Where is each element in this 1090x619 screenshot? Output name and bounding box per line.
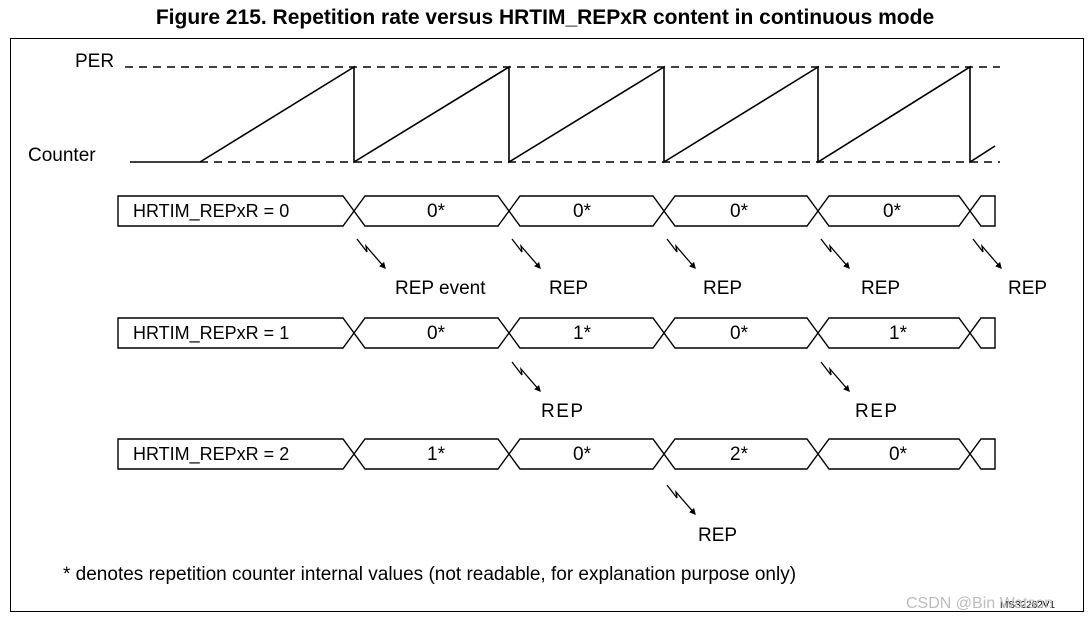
rep-label: REP	[861, 278, 900, 299]
rep-label: REP event	[395, 278, 486, 299]
segment-value: 1*	[889, 323, 908, 344]
rep-label: REP	[855, 401, 899, 422]
row-repxr-2: HRTIM_REPxR = 2 1* 0* 2* 0* REP	[117, 438, 996, 546]
figure-code: MS32262V1	[1000, 600, 1055, 611]
row-label-box	[117, 195, 355, 227]
rep-label: REP	[703, 278, 742, 299]
segment-value: 0*	[427, 201, 446, 222]
rep-event-arrow	[972, 238, 1002, 269]
rep-label: REP	[1008, 278, 1047, 299]
rep-event-arrow	[666, 484, 696, 515]
figure-title: Figure 215. Repetition rate versus HRTIM…	[155, 6, 935, 29]
rep-label: REP	[541, 401, 585, 422]
figure-frame	[10, 38, 1084, 612]
segment-value: 0*	[573, 444, 592, 465]
segment-value: 0*	[730, 201, 749, 222]
rep-event-arrow	[511, 361, 541, 392]
row-label-box	[117, 317, 355, 349]
segment-partial	[969, 317, 996, 349]
row-label: HRTIM_REPxR = 2	[133, 444, 289, 465]
segment-value: 0*	[573, 201, 592, 222]
rep-event-arrow	[511, 238, 541, 269]
counter-label: Counter	[28, 145, 96, 166]
row-repxr-1: HRTIM_REPxR = 1 0* 1* 0* 1* REP REP	[117, 317, 996, 422]
per-label: PER	[75, 51, 114, 72]
rep-event-arrow	[820, 361, 850, 392]
footnote: * denotes repetition counter internal va…	[63, 564, 796, 585]
segment-value: 2*	[730, 444, 749, 465]
segment-partial	[969, 195, 996, 227]
rep-label: REP	[698, 525, 737, 546]
segment-value: 0*	[889, 444, 908, 465]
rep-label: REP	[549, 278, 588, 299]
rep-event-arrow	[356, 238, 386, 269]
segment-value: 0*	[427, 323, 446, 344]
segment-partial	[969, 438, 996, 470]
counter-sawtooth	[130, 65, 996, 164]
row-label: HRTIM_REPxR = 1	[133, 323, 289, 344]
segment-value: 0*	[730, 323, 749, 344]
segment-value: 0*	[883, 201, 902, 222]
segment-value: 1*	[573, 323, 592, 344]
rep-event-arrow	[820, 238, 850, 269]
row-repxr-0: HRTIM_REPxR = 0 0* 0* 0* 0* REP event RE…	[117, 195, 1047, 299]
row-label: HRTIM_REPxR = 0	[133, 201, 289, 222]
watermark: CSDN @Bin Watson	[906, 595, 1053, 612]
segment-value: 1*	[427, 444, 446, 465]
rep-event-arrow	[666, 238, 696, 269]
row-label-box	[117, 438, 355, 470]
